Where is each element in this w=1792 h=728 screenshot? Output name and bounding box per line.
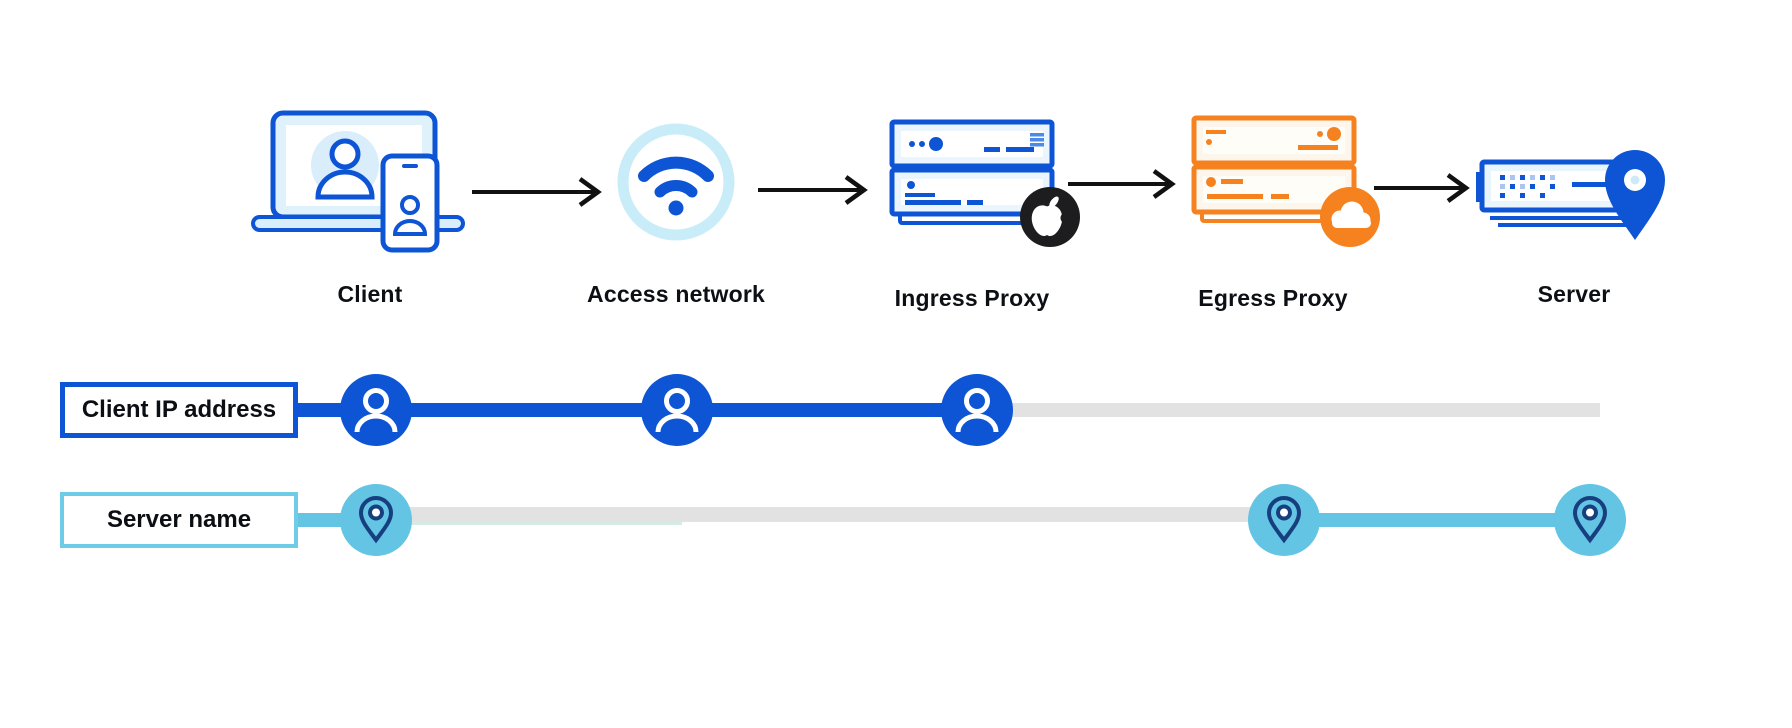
client-devices-icon xyxy=(251,110,465,253)
location-pin-large-icon xyxy=(1605,150,1665,240)
client-ip-address-label-box: Client IP address xyxy=(60,382,298,438)
location-pin-icon xyxy=(1554,484,1626,556)
server-name-active-line-end xyxy=(1284,513,1590,527)
location-pin-icon xyxy=(1248,484,1320,556)
node-label-client: Client xyxy=(337,281,403,307)
flow-arrow xyxy=(1068,169,1176,199)
flow-arrow xyxy=(472,177,602,207)
location-pin-icon xyxy=(340,484,412,556)
server-location-icon xyxy=(1476,150,1665,240)
wifi-icon xyxy=(617,123,735,241)
server-stack-orange-icon xyxy=(1191,115,1380,247)
node-label-access-network: Access network xyxy=(587,281,765,307)
server-dot-matrix xyxy=(1500,175,1555,198)
client-ip-inactive-line xyxy=(977,403,1600,417)
client-ip-active-line xyxy=(298,403,977,417)
server-name-label: Server name xyxy=(106,506,252,533)
flow-arrow xyxy=(1374,173,1470,203)
server-stack-blue-icon xyxy=(889,119,1080,247)
person-icon xyxy=(340,374,412,446)
server-name-faint-line xyxy=(382,522,682,525)
flow-arrow xyxy=(758,175,868,205)
client-ip-address-label: Client IP address xyxy=(81,396,277,423)
node-label-ingress-proxy: Ingress Proxy xyxy=(894,285,1050,311)
cloudflare-logo-badge xyxy=(1320,187,1380,247)
server-name-label-box: Server name xyxy=(60,492,298,548)
apple-logo-badge xyxy=(1020,187,1080,247)
node-label-egress-proxy: Egress Proxy xyxy=(1198,285,1348,311)
person-icon xyxy=(641,374,713,446)
node-label-server: Server xyxy=(1537,281,1611,307)
server-name-inactive-line xyxy=(380,507,1284,522)
person-icon xyxy=(941,374,1013,446)
